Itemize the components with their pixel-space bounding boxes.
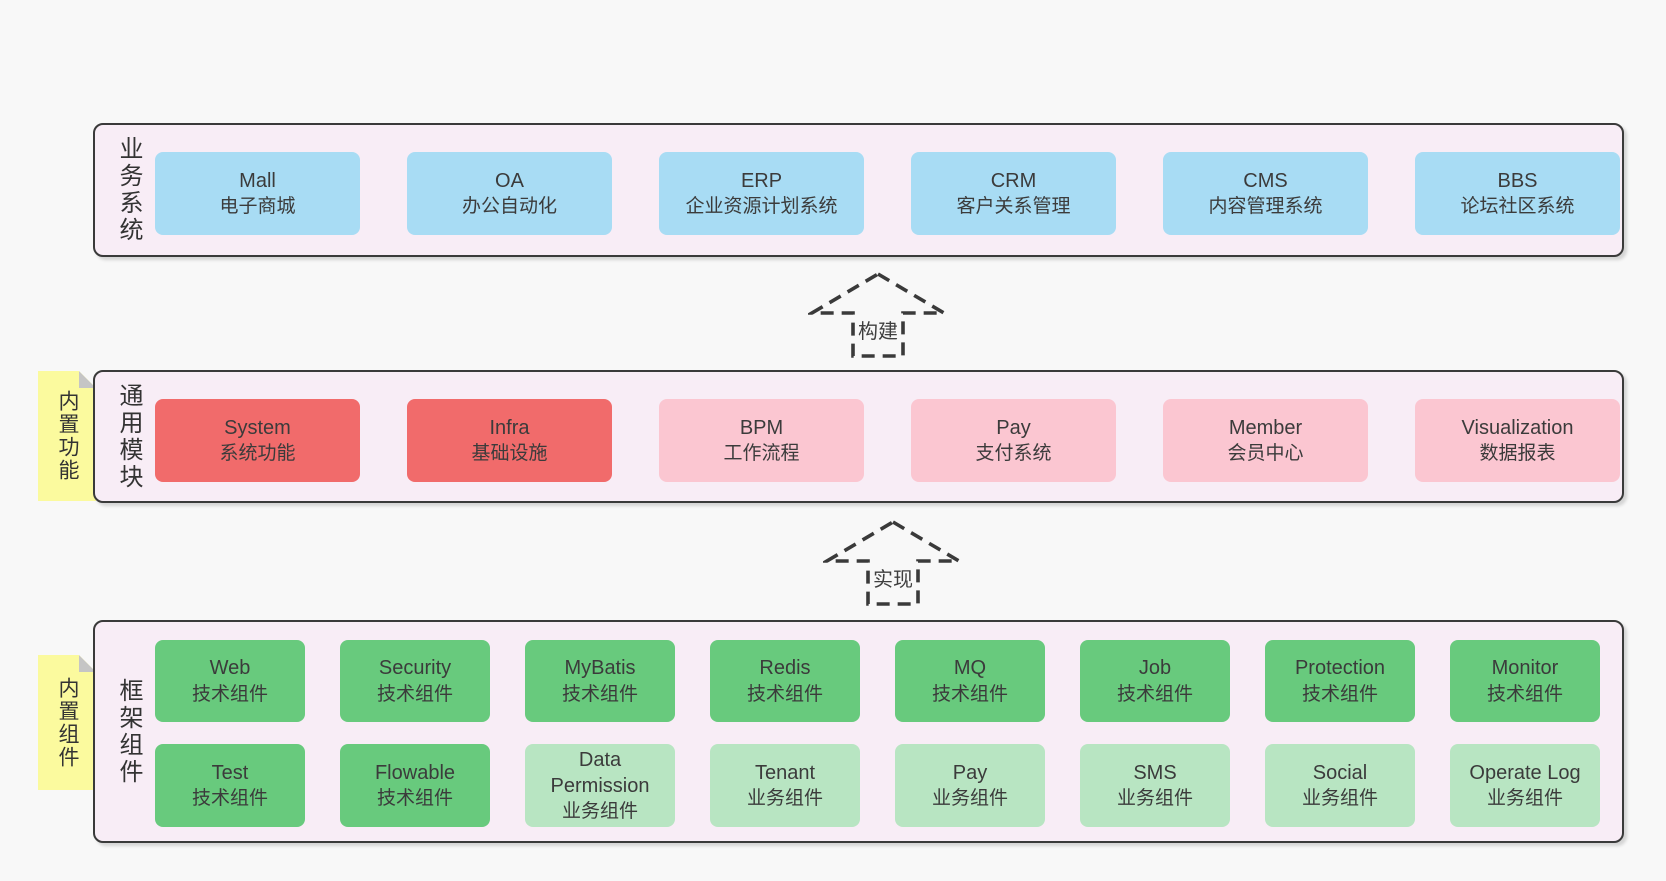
- box-member: Member 会员中心: [1163, 399, 1368, 482]
- box-subtitle: 业务组件: [931, 788, 1008, 810]
- box-title: BBS: [1497, 169, 1538, 192]
- arrow-build: 构建: [808, 271, 948, 359]
- box-title: Monitor: [1491, 657, 1559, 680]
- box-title: MQ: [953, 657, 987, 680]
- box-subtitle: 工作流程: [723, 443, 800, 465]
- box-oa: OA 办公自动化: [407, 152, 612, 235]
- box-title: Protection: [1294, 657, 1386, 680]
- box-title: OA: [495, 169, 524, 192]
- box-title: Pay: [952, 761, 988, 784]
- box-title: Flowable: [374, 761, 456, 784]
- box-subtitle: 业务组件: [1301, 788, 1378, 810]
- sticky-label-builtin-features: 内置功能: [56, 390, 79, 482]
- box-title: Pay: [996, 416, 1031, 439]
- box-subtitle: 会员中心: [1227, 443, 1304, 465]
- box-subtitle: 基础设施: [471, 443, 548, 465]
- box-sms: SMS 业务组件: [1080, 744, 1230, 827]
- box-subtitle: 业务组件: [1486, 788, 1563, 810]
- box-social: Social 业务组件: [1265, 744, 1415, 827]
- box-subtitle: 业务组件: [1116, 788, 1193, 810]
- box-protection: Protection 技术组件: [1265, 640, 1415, 722]
- box-subtitle: 技术组件: [191, 683, 268, 705]
- box-visualization: Visualization 数据报表: [1415, 399, 1620, 482]
- box-subtitle: 业务组件: [746, 788, 823, 810]
- box-mybatis: MyBatis 技术组件: [525, 640, 675, 722]
- box-mq: MQ 技术组件: [895, 640, 1045, 722]
- box-tenant: Tenant 业务组件: [710, 744, 860, 827]
- sticky-note-builtin-features: 内置功能: [38, 371, 96, 501]
- box-security: Security 技术组件: [340, 640, 490, 722]
- sticky-label-builtin-components: 内置组件: [56, 676, 79, 769]
- box-bbs: BBS 论坛社区系统: [1415, 152, 1620, 235]
- box-title: Mall: [239, 169, 276, 192]
- box-title: Data Permission: [550, 748, 650, 797]
- box-title: Web: [209, 657, 251, 680]
- box-title: Security: [378, 657, 452, 680]
- box-title: Job: [1138, 657, 1172, 680]
- box-title: Social: [1312, 761, 1368, 784]
- arrow-implement-label: 实现: [871, 563, 915, 592]
- box-subtitle: 支付系统: [975, 443, 1052, 465]
- arrow-build-label: 构建: [856, 315, 900, 344]
- box-title: System: [224, 416, 291, 439]
- box-title: Infra: [489, 416, 530, 439]
- box-crm: CRM 客户关系管理: [911, 152, 1116, 235]
- box-title: MyBatis: [564, 657, 636, 680]
- box-test: Test 技术组件: [155, 744, 305, 827]
- box-system: System 系统功能: [155, 399, 360, 482]
- box-subtitle: 系统功能: [219, 443, 296, 465]
- layer-label-common-modules: 通用模块: [115, 382, 142, 491]
- box-title: SMS: [1133, 761, 1177, 784]
- box-subtitle: 技术组件: [1301, 683, 1378, 705]
- box-subtitle: 企业资源计划系统: [685, 196, 838, 218]
- box-title: Test: [211, 761, 249, 784]
- box-subtitle: 技术组件: [376, 788, 453, 810]
- box-subtitle: 办公自动化: [461, 196, 557, 218]
- box-web: Web 技术组件: [155, 640, 305, 722]
- arrow-implement: 实现: [823, 519, 963, 607]
- box-subtitle: 客户关系管理: [956, 196, 1071, 218]
- box-subtitle: 技术组件: [561, 683, 638, 705]
- box-subtitle: 技术组件: [191, 788, 268, 810]
- box-redis: Redis 技术组件: [710, 640, 860, 722]
- box-subtitle: 技术组件: [376, 683, 453, 705]
- box-operate-log: Operate Log 业务组件: [1450, 744, 1600, 827]
- box-data-permission: Data Permission 业务组件: [525, 744, 675, 827]
- layer-business-systems: 业务系统 Mall 电子商城 OA 办公自动化 ERP 企业资源计划系统 CRM 客户关系管理…: [93, 123, 1624, 257]
- box-pay-module: Pay 支付系统: [911, 399, 1116, 482]
- box-erp: ERP 企业资源计划系统: [659, 152, 864, 235]
- box-subtitle: 技术组件: [746, 683, 823, 705]
- sticky-note-builtin-components: 内置组件: [38, 655, 96, 790]
- box-subtitle: 业务组件: [561, 801, 638, 823]
- box-title: Member: [1228, 416, 1303, 439]
- layer-common-modules: 通用模块 System 系统功能 Infra 基础设施 BPM 工作流程 Pay 支付系统 Me…: [93, 370, 1624, 503]
- box-infra: Infra 基础设施: [407, 399, 612, 482]
- box-title: CRM: [990, 169, 1037, 192]
- box-subtitle: 数据报表: [1479, 443, 1556, 465]
- box-subtitle: 技术组件: [1116, 683, 1193, 705]
- box-monitor: Monitor 技术组件: [1450, 640, 1600, 722]
- box-mall: Mall 电子商城: [155, 152, 360, 235]
- layer-label-framework-components: 框架组件: [115, 677, 142, 786]
- box-title: Tenant: [754, 761, 816, 784]
- box-title: ERP: [740, 169, 783, 192]
- box-subtitle: 内容管理系统: [1208, 196, 1323, 218]
- box-title: BPM: [739, 416, 784, 439]
- box-title: Visualization: [1461, 416, 1574, 439]
- box-job: Job 技术组件: [1080, 640, 1230, 722]
- box-subtitle: 技术组件: [1486, 683, 1563, 705]
- box-title: Redis: [759, 657, 811, 680]
- layer-label-business-systems: 业务系统: [115, 136, 142, 244]
- box-bpm: BPM 工作流程: [659, 399, 864, 482]
- box-title: Operate Log: [1469, 761, 1581, 784]
- box-flowable: Flowable 技术组件: [340, 744, 490, 827]
- box-subtitle: 技术组件: [931, 683, 1008, 705]
- box-subtitle: 论坛社区系统: [1460, 196, 1575, 218]
- box-title: CMS: [1243, 169, 1288, 192]
- box-subtitle: 电子商城: [219, 196, 296, 218]
- box-pay-component: Pay 业务组件: [895, 744, 1045, 827]
- box-cms: CMS 内容管理系统: [1163, 152, 1368, 235]
